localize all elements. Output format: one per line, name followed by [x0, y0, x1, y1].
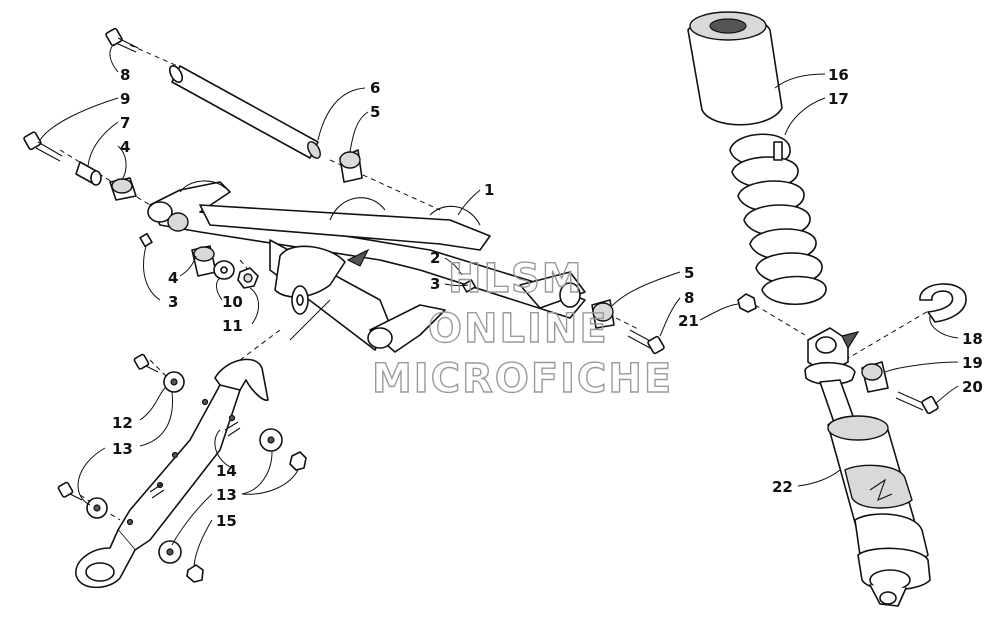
callout-16: 16 — [828, 66, 849, 84]
nut-15-top — [289, 451, 307, 471]
callout-15: 15 — [216, 512, 237, 530]
shock-absorber-22 — [804, 327, 931, 607]
washer-13-left — [86, 497, 108, 519]
leader-lines — [39, 43, 959, 567]
callout-1: 1 — [484, 181, 494, 199]
spring-cover-16 — [687, 11, 783, 126]
callout-4-lower: 4 — [168, 269, 178, 287]
spacer-7 — [75, 161, 102, 186]
callout-13-lower: 13 — [216, 486, 237, 504]
callout-3: 3 — [430, 275, 440, 293]
callout-12: 12 — [112, 414, 133, 432]
clip-18 — [919, 283, 967, 323]
callout-13: 13 — [112, 440, 133, 458]
callout-3-lower: 3 — [168, 293, 178, 311]
bolt-20 — [895, 391, 939, 415]
watermark-line-2: ONLINE — [428, 306, 609, 352]
callout-11: 11 — [222, 317, 243, 335]
washer-13-top — [163, 371, 185, 393]
swing-arm-1 — [139, 180, 586, 353]
callout-14: 14 — [216, 462, 237, 480]
nut-21 — [737, 293, 757, 313]
callout-6: 6 — [370, 79, 380, 97]
washer-13-right — [259, 428, 283, 452]
watermark: HLSM ONLINE MICROFICHE — [371, 255, 673, 402]
callout-5-right: 5 — [684, 264, 694, 282]
callout-17: 17 — [828, 90, 849, 108]
spacer-19 — [861, 361, 889, 393]
callout-22: 22 — [772, 478, 793, 496]
callout-9: 9 — [120, 90, 130, 108]
callout-19: 19 — [962, 354, 983, 372]
bolt-8-top — [105, 27, 139, 53]
callout-2: 2 — [430, 249, 440, 267]
bushing-4-lower — [191, 245, 217, 277]
bushing-5-right — [591, 299, 615, 329]
callout-4: 4 — [120, 138, 130, 156]
watermark-line-1: HLSM — [448, 256, 584, 302]
arrow-marker — [346, 248, 370, 267]
spring-17 — [729, 133, 827, 306]
callout-8-right: 8 — [684, 289, 694, 307]
washer-10 — [213, 260, 235, 280]
callout-8: 8 — [120, 66, 130, 84]
bolt-12 — [133, 353, 159, 373]
bushing-5-top — [339, 149, 363, 183]
callout-20: 20 — [962, 378, 983, 396]
callout-18: 18 — [962, 330, 983, 348]
nut-15-bottom — [186, 564, 204, 583]
callout-21: 21 — [678, 312, 699, 330]
nut-11 — [237, 267, 259, 289]
watermark-line-3: MICROFICHE — [372, 356, 673, 402]
washer-13-bottom — [158, 540, 182, 564]
bolt-12-lower — [57, 481, 83, 501]
callout-labels: 8 9 7 4 6 5 1 2 3 4 3 10 11 5 8 21 16 17… — [112, 66, 983, 530]
axle-shaft-6 — [168, 65, 321, 159]
bolt-9 — [23, 131, 63, 162]
callout-10: 10 — [222, 293, 243, 311]
bushing-4-top — [109, 177, 137, 201]
bolt-8-right — [627, 329, 665, 355]
callout-7: 7 — [120, 114, 130, 132]
callout-5: 5 — [370, 103, 380, 121]
limiter-strap-14 — [75, 358, 269, 589]
